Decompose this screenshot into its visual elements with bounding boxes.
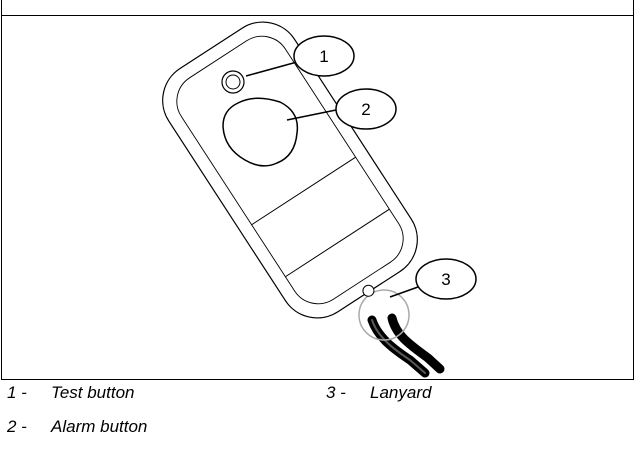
legend-label: Lanyard	[370, 383, 432, 402]
alarm-button[interactable]	[222, 97, 299, 167]
callout-2-leader	[286, 109, 337, 121]
callout-1-leader	[245, 61, 298, 77]
legend-label: Alarm button	[51, 417, 148, 436]
legend-number: 3 -	[326, 383, 346, 402]
callout-3: 3	[415, 258, 477, 300]
test-button[interactable]	[221, 70, 245, 94]
callout-3-leader	[389, 286, 419, 298]
legend: 1 - Test button 3 - Lanyard 2 - Alarm butto…	[0, 383, 638, 451]
legend-number: 1 -	[7, 383, 27, 402]
pendant-diagram: 1 2 3	[162, 21, 477, 378]
figure-frame	[1, 0, 634, 380]
figure-top-rule	[2, 15, 633, 16]
lanyard-cord	[367, 313, 445, 378]
legend-item-alarm-button: 2 - Alarm button	[7, 417, 147, 437]
legend-item-lanyard: 3 - Lanyard	[326, 383, 431, 403]
pendant-inner-outline	[176, 35, 404, 305]
callout-2-number: 2	[361, 100, 370, 119]
legend-label: Test button	[51, 383, 135, 402]
legend-number: 2 -	[7, 417, 27, 436]
lanyard-ring	[358, 289, 410, 341]
callout-1-number: 1	[319, 47, 328, 66]
pendant-seam-upper	[251, 156, 356, 226]
callout-2: 2	[335, 88, 397, 130]
callout-3-number: 3	[441, 270, 450, 289]
pendant-body	[162, 21, 418, 319]
pendant-seam-lower	[285, 208, 390, 278]
lanyard-eyelet	[362, 284, 375, 297]
legend-item-test-button: 1 - Test button	[7, 383, 135, 403]
callout-1: 1	[293, 35, 355, 77]
